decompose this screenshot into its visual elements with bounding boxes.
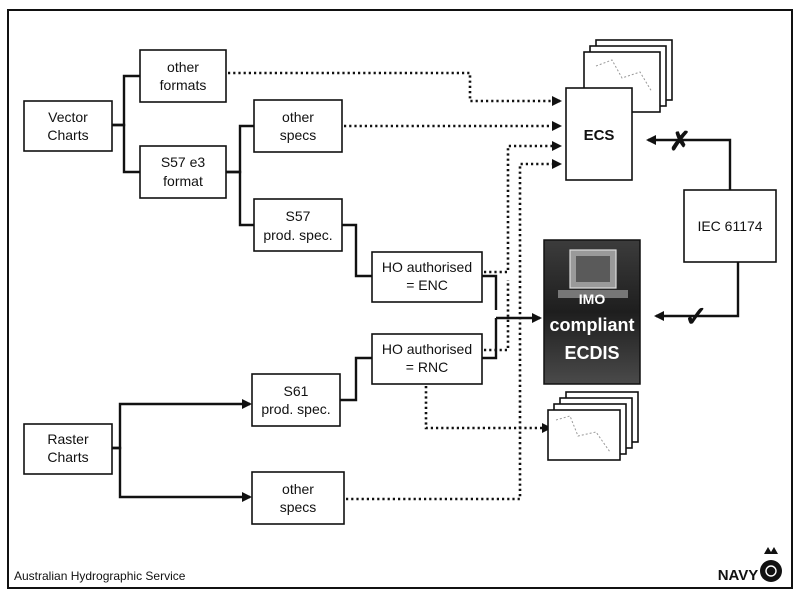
node-other-specs-top: other specs xyxy=(253,99,343,153)
node-label-line: S57 e3 xyxy=(161,154,206,170)
node-ho-authorised-enc: HO authorised = ENC xyxy=(371,251,483,303)
node-label-line: Charts xyxy=(47,127,88,143)
navy-logo: NAVY xyxy=(718,547,782,584)
accept-mark: ✓ xyxy=(684,301,707,332)
node-label-line: Raster xyxy=(47,431,89,447)
node-label-line: HO authorised xyxy=(382,341,472,357)
node-other-formats: other formats xyxy=(139,49,227,103)
node-label-line: other xyxy=(167,59,199,75)
node-vector-charts: Vector Charts xyxy=(23,100,113,152)
ecs-label: ECS xyxy=(584,127,615,144)
node-s57-e3-format: S57 e3 format xyxy=(139,145,227,199)
node-label-line: prod. spec. xyxy=(263,227,332,243)
ecs-document-stack: ECS xyxy=(565,39,673,181)
solid-connectors xyxy=(112,74,740,502)
node-label-line: HO authorised xyxy=(382,259,472,275)
node-other-specs-bottom: other specs xyxy=(251,471,345,525)
node-label-line: S57 xyxy=(286,208,311,224)
node-label-line: = RNC xyxy=(406,359,448,375)
node-label-line: Vector xyxy=(48,109,88,125)
node-label-line: other xyxy=(282,481,314,497)
node-raster-charts: Raster Charts xyxy=(23,423,113,475)
navy-logo-text: NAVY xyxy=(718,567,759,584)
node-label-line: specs xyxy=(280,127,317,143)
node-label-line: = ENC xyxy=(406,277,448,293)
node-iec-61174: IEC 61174 xyxy=(683,189,777,263)
raster-document-stack xyxy=(547,391,639,461)
node-label-line: prod. spec. xyxy=(261,401,330,417)
ecdis-caption-line: ECDIS xyxy=(564,343,619,363)
node-s57-prod-spec: S57 prod. spec. xyxy=(253,198,343,252)
node-label-line: S61 xyxy=(284,383,309,399)
iec-label: IEC 61174 xyxy=(697,218,762,234)
ecdis-caption-line: IMO xyxy=(579,291,606,307)
ecdis-photo: IMO compliant ECDIS xyxy=(543,239,641,385)
dotted-connectors xyxy=(228,71,562,501)
node-label-line: format xyxy=(163,173,203,189)
reject-mark: ✗ xyxy=(669,126,691,156)
slide-frame xyxy=(7,9,793,589)
node-label-line: specs xyxy=(280,499,317,515)
ecdis-caption-line: compliant xyxy=(549,315,634,335)
node-s61-prod-spec: S61 prod. spec. xyxy=(251,373,341,427)
node-label-line: Charts xyxy=(47,449,88,465)
node-ho-authorised-rnc: HO authorised = RNC xyxy=(371,333,483,385)
node-label-line: other xyxy=(282,109,314,125)
footer-organisation: Australian Hydrographic Service xyxy=(14,569,186,583)
node-label-line: formats xyxy=(160,77,207,93)
